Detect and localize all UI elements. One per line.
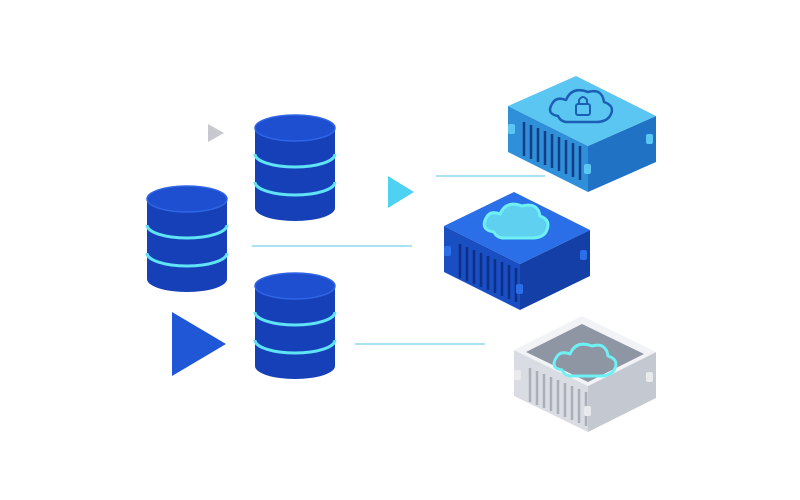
- secure-cloud-server-icon: [508, 76, 656, 192]
- cloud-icon: [552, 342, 618, 378]
- cloud-icon: [482, 202, 550, 240]
- database-icon: [145, 184, 229, 294]
- database-icon: [253, 271, 337, 381]
- play-arrow-icon: [172, 312, 226, 376]
- cloud-server-icon: [444, 192, 590, 310]
- open-cloud-server-icon: [514, 316, 656, 432]
- cloud-lock-icon: [548, 89, 614, 124]
- database-icon: [253, 113, 337, 223]
- play-arrow-icon: [388, 176, 414, 208]
- play-arrow-icon: [208, 124, 224, 142]
